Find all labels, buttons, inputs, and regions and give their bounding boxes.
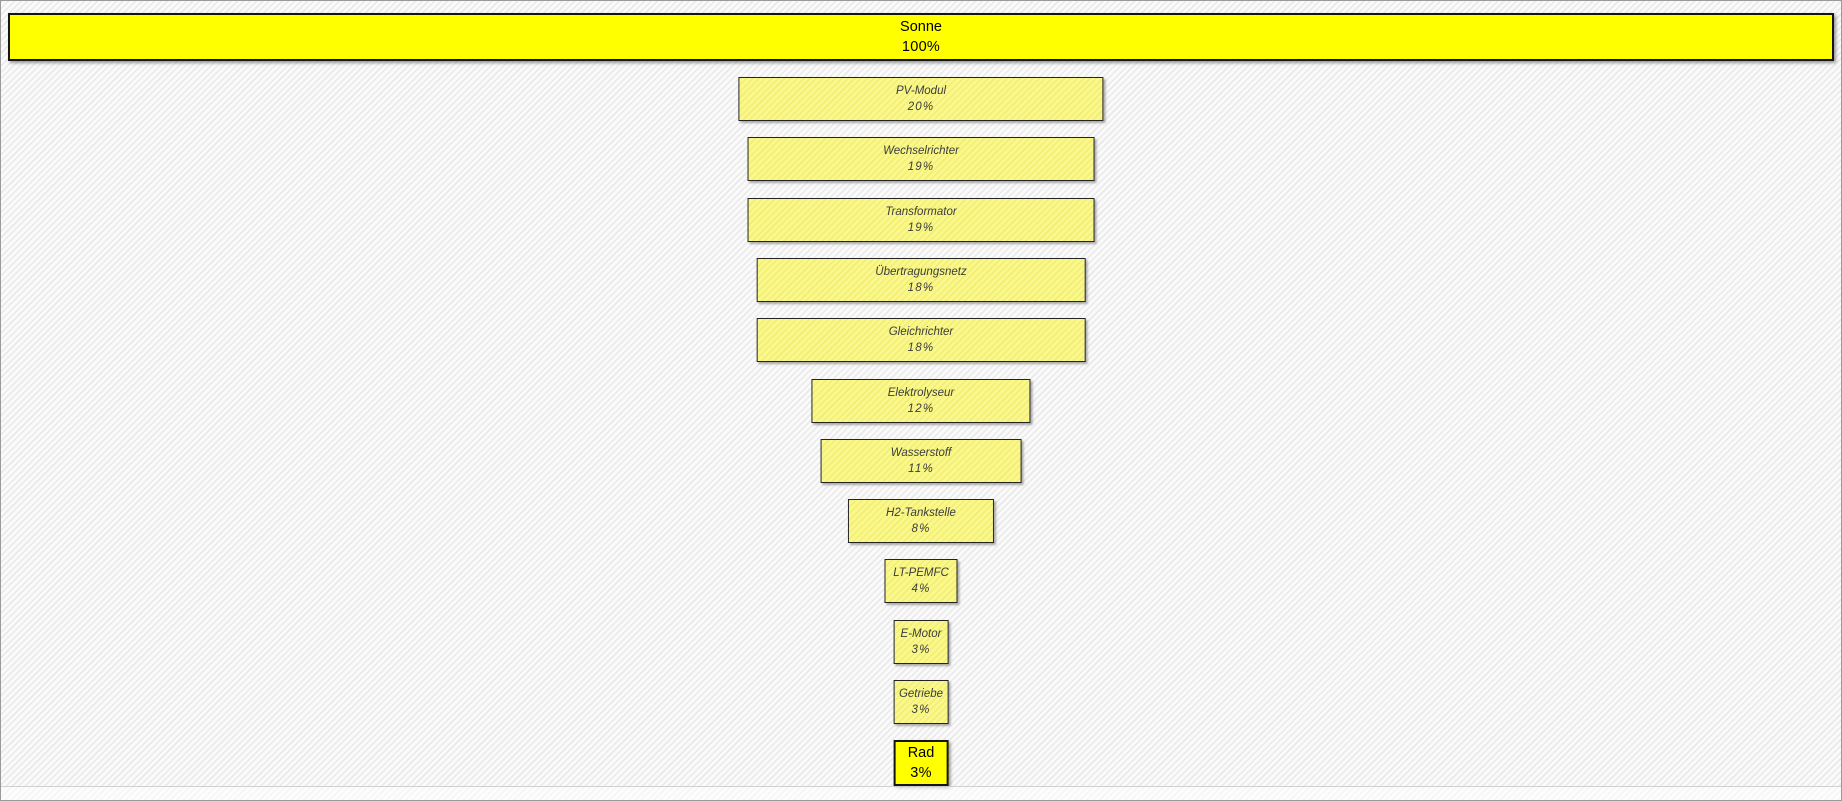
canvas-bottom-margin — [1, 786, 1841, 800]
stage-value: 20% — [907, 101, 935, 113]
stage-value: 19% — [907, 161, 935, 174]
funnel-stage-getriebe: Getriebe 3% — [893, 680, 949, 724]
funnel-stage-gleichrichter: Gleichrichter 18% — [756, 318, 1086, 363]
stage-label: Gleichrichter — [888, 326, 954, 339]
stage-value: 18% — [907, 342, 935, 355]
stage-value: 3% — [910, 765, 932, 782]
stage-label: PV-Modul — [895, 85, 947, 97]
stage-label: LT-PEMFC — [893, 567, 949, 580]
stage-value: 3% — [911, 643, 931, 656]
stage-label: H2-Tankstelle — [886, 507, 956, 520]
funnel-stage-h2-tankstelle: H2-Tankstelle 8% — [847, 499, 995, 544]
funnel-stage-wechselrichter: Wechselrichter 19% — [747, 137, 1095, 182]
funnel-stage-rad: Rad 3% — [893, 740, 949, 787]
stage-label: E-Motor — [900, 627, 942, 640]
funnel-stage-wasserstoff: Wasserstoff 11% — [820, 438, 1022, 483]
stage-value: 19% — [907, 221, 935, 234]
stage-value: 11% — [908, 462, 934, 475]
funnel-stage-lt-pemfc: LT-PEMFC 4% — [884, 559, 958, 604]
stage-label: Elektrolyseur — [887, 386, 955, 399]
stage-value: 4% — [911, 583, 931, 596]
stage-value: 100% — [901, 39, 941, 55]
funnel-stage-e-motor: E-Motor 3% — [893, 619, 949, 664]
stage-label: Rad — [907, 745, 935, 762]
stage-value: 18% — [907, 281, 935, 294]
stage-label: Getriebe — [898, 688, 944, 700]
stage-value: 12% — [907, 402, 935, 415]
funnel-stage-elektrolyseur: Elektrolyseur 12% — [811, 378, 1031, 423]
stage-label: Sonne — [900, 19, 942, 35]
stage-label: Transformator — [885, 205, 957, 218]
stage-label: Wasserstoff — [890, 446, 952, 459]
funnel-stage-bertragungsnetz: Übertragungsnetz 18% — [756, 257, 1086, 302]
funnel-stage-pv-modul: PV-Modul 20% — [738, 77, 1104, 121]
funnel-stage-transformator: Transformator 19% — [747, 197, 1095, 242]
stage-value: 3% — [911, 704, 931, 716]
stage-label: Übertragungsnetz — [875, 265, 967, 278]
funnel-stage-sonne: Sonne 100% — [8, 13, 1834, 61]
stage-label: Wechselrichter — [883, 145, 959, 158]
stage-value: 8% — [911, 523, 931, 536]
